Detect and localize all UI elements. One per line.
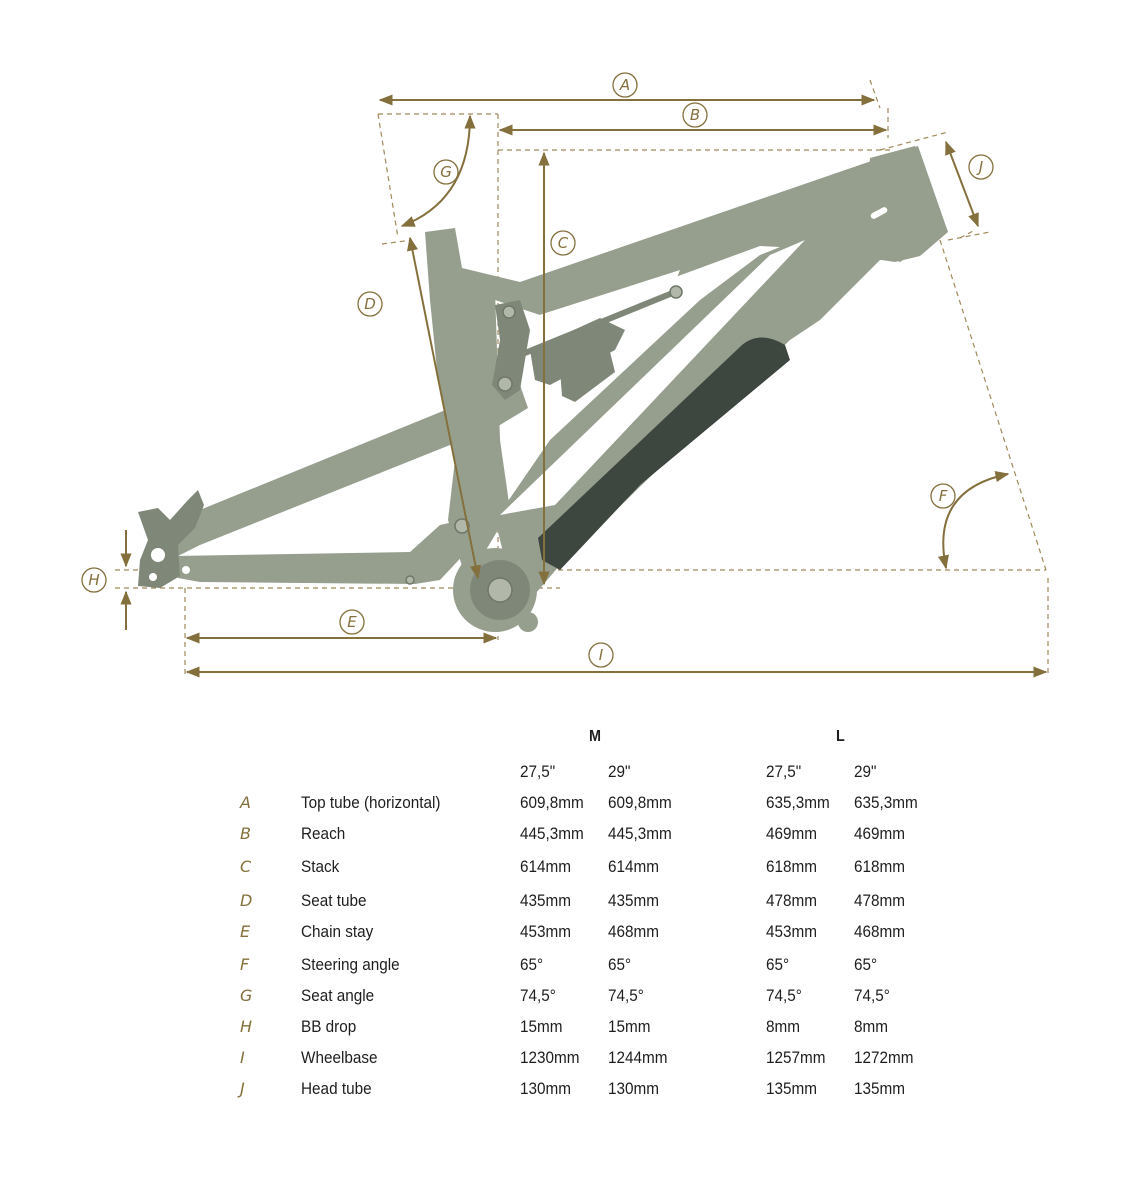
label-G-badge: G — [433, 159, 459, 185]
row-value: 65° — [608, 955, 632, 974]
row-key: J — [240, 1079, 245, 1098]
row-label: Head tube — [301, 1079, 372, 1098]
row-value: 1257mm — [766, 1048, 826, 1067]
row-key: E — [240, 922, 251, 941]
label-F: F — [939, 487, 948, 505]
row-label: BB drop — [301, 1017, 357, 1036]
row-value: 1244mm — [608, 1048, 668, 1067]
row-value: 1272mm — [854, 1048, 914, 1067]
wheel-M-29-header: 29" — [608, 762, 631, 781]
row-value: 65° — [520, 955, 544, 974]
label-J: J — [976, 158, 983, 176]
row-value: 453mm — [766, 922, 818, 941]
row-label: Reach — [301, 824, 346, 843]
row-key: I — [240, 1048, 245, 1067]
row-label: Wheelbase — [301, 1048, 378, 1067]
row-label: Chain stay — [301, 922, 374, 941]
row-value: 130mm — [520, 1079, 572, 1098]
row-label: Stack — [301, 857, 340, 876]
label-I: I — [599, 646, 604, 664]
row-value: 74,5° — [854, 986, 890, 1005]
label-D: D — [364, 295, 376, 313]
size-M-header: M — [589, 728, 601, 745]
label-C: C — [558, 234, 569, 252]
label-B: B — [690, 106, 700, 124]
label-F-badge: F — [930, 483, 956, 509]
label-H-badge: H — [81, 567, 107, 593]
size-L-header: L — [836, 728, 845, 745]
row-value: 135mm — [766, 1079, 818, 1098]
row-value: 635,3mm — [766, 793, 830, 812]
row-value: 614mm — [608, 857, 660, 876]
row-key: F — [240, 955, 250, 974]
wheel-L-27-header: 27,5" — [766, 762, 802, 781]
row-label: Steering angle — [301, 955, 400, 974]
row-value: 478mm — [766, 891, 818, 910]
row-value: 614mm — [520, 857, 572, 876]
row-label: Seat tube — [301, 891, 367, 910]
label-I-badge: I — [588, 642, 614, 668]
row-value: 74,5° — [520, 986, 556, 1005]
row-value: 435mm — [520, 891, 572, 910]
row-value: 65° — [766, 955, 790, 974]
row-value: 65° — [854, 955, 878, 974]
row-value: 609,8mm — [520, 793, 584, 812]
dimension-lines — [120, 94, 1048, 678]
row-value: 8mm — [854, 1017, 889, 1036]
row-value: 468mm — [608, 922, 660, 941]
row-value: 74,5° — [608, 986, 644, 1005]
row-value: 609,8mm — [608, 793, 672, 812]
row-value: 635,3mm — [854, 793, 918, 812]
row-value: 135mm — [854, 1079, 906, 1098]
row-key: H — [240, 1017, 253, 1036]
row-key: D — [240, 891, 253, 910]
row-value: 618mm — [766, 857, 818, 876]
row-value: 478mm — [854, 891, 906, 910]
row-value: 1230mm — [520, 1048, 580, 1067]
label-E: E — [347, 613, 357, 631]
row-value: 469mm — [766, 824, 818, 843]
label-H: H — [88, 571, 99, 589]
row-value: 130mm — [608, 1079, 660, 1098]
row-key: C — [240, 857, 252, 876]
row-key: B — [240, 824, 251, 843]
label-J-badge: J — [968, 154, 994, 180]
frame-geometry-diagram: A B C D E F G H I J — [81, 72, 1049, 678]
label-G: G — [440, 163, 452, 181]
label-B-badge: B — [682, 102, 708, 128]
row-value: 8mm — [766, 1017, 801, 1036]
row-key: A — [240, 793, 251, 812]
label-D-badge: D — [357, 291, 383, 317]
row-value: 74,5° — [766, 986, 802, 1005]
row-value: 445,3mm — [608, 824, 672, 843]
row-value: 453mm — [520, 922, 572, 941]
row-value: 435mm — [608, 891, 660, 910]
row-value: 469mm — [854, 824, 906, 843]
row-value: 15mm — [520, 1017, 563, 1036]
row-value: 445,3mm — [520, 824, 584, 843]
wheel-M-27-header: 27,5" — [520, 762, 556, 781]
wheel-L-29-header: 29" — [854, 762, 877, 781]
label-A-badge: A — [612, 72, 638, 98]
label-E-badge: E — [339, 609, 365, 635]
row-label: Seat angle — [301, 986, 375, 1005]
row-value: 15mm — [608, 1017, 651, 1036]
row-key: G — [240, 986, 253, 1005]
row-value: 618mm — [854, 857, 906, 876]
label-A: A — [619, 76, 630, 94]
row-value: 468mm — [854, 922, 906, 941]
row-label: Top tube (horizontal) — [301, 793, 441, 812]
label-C-badge: C — [550, 230, 576, 256]
